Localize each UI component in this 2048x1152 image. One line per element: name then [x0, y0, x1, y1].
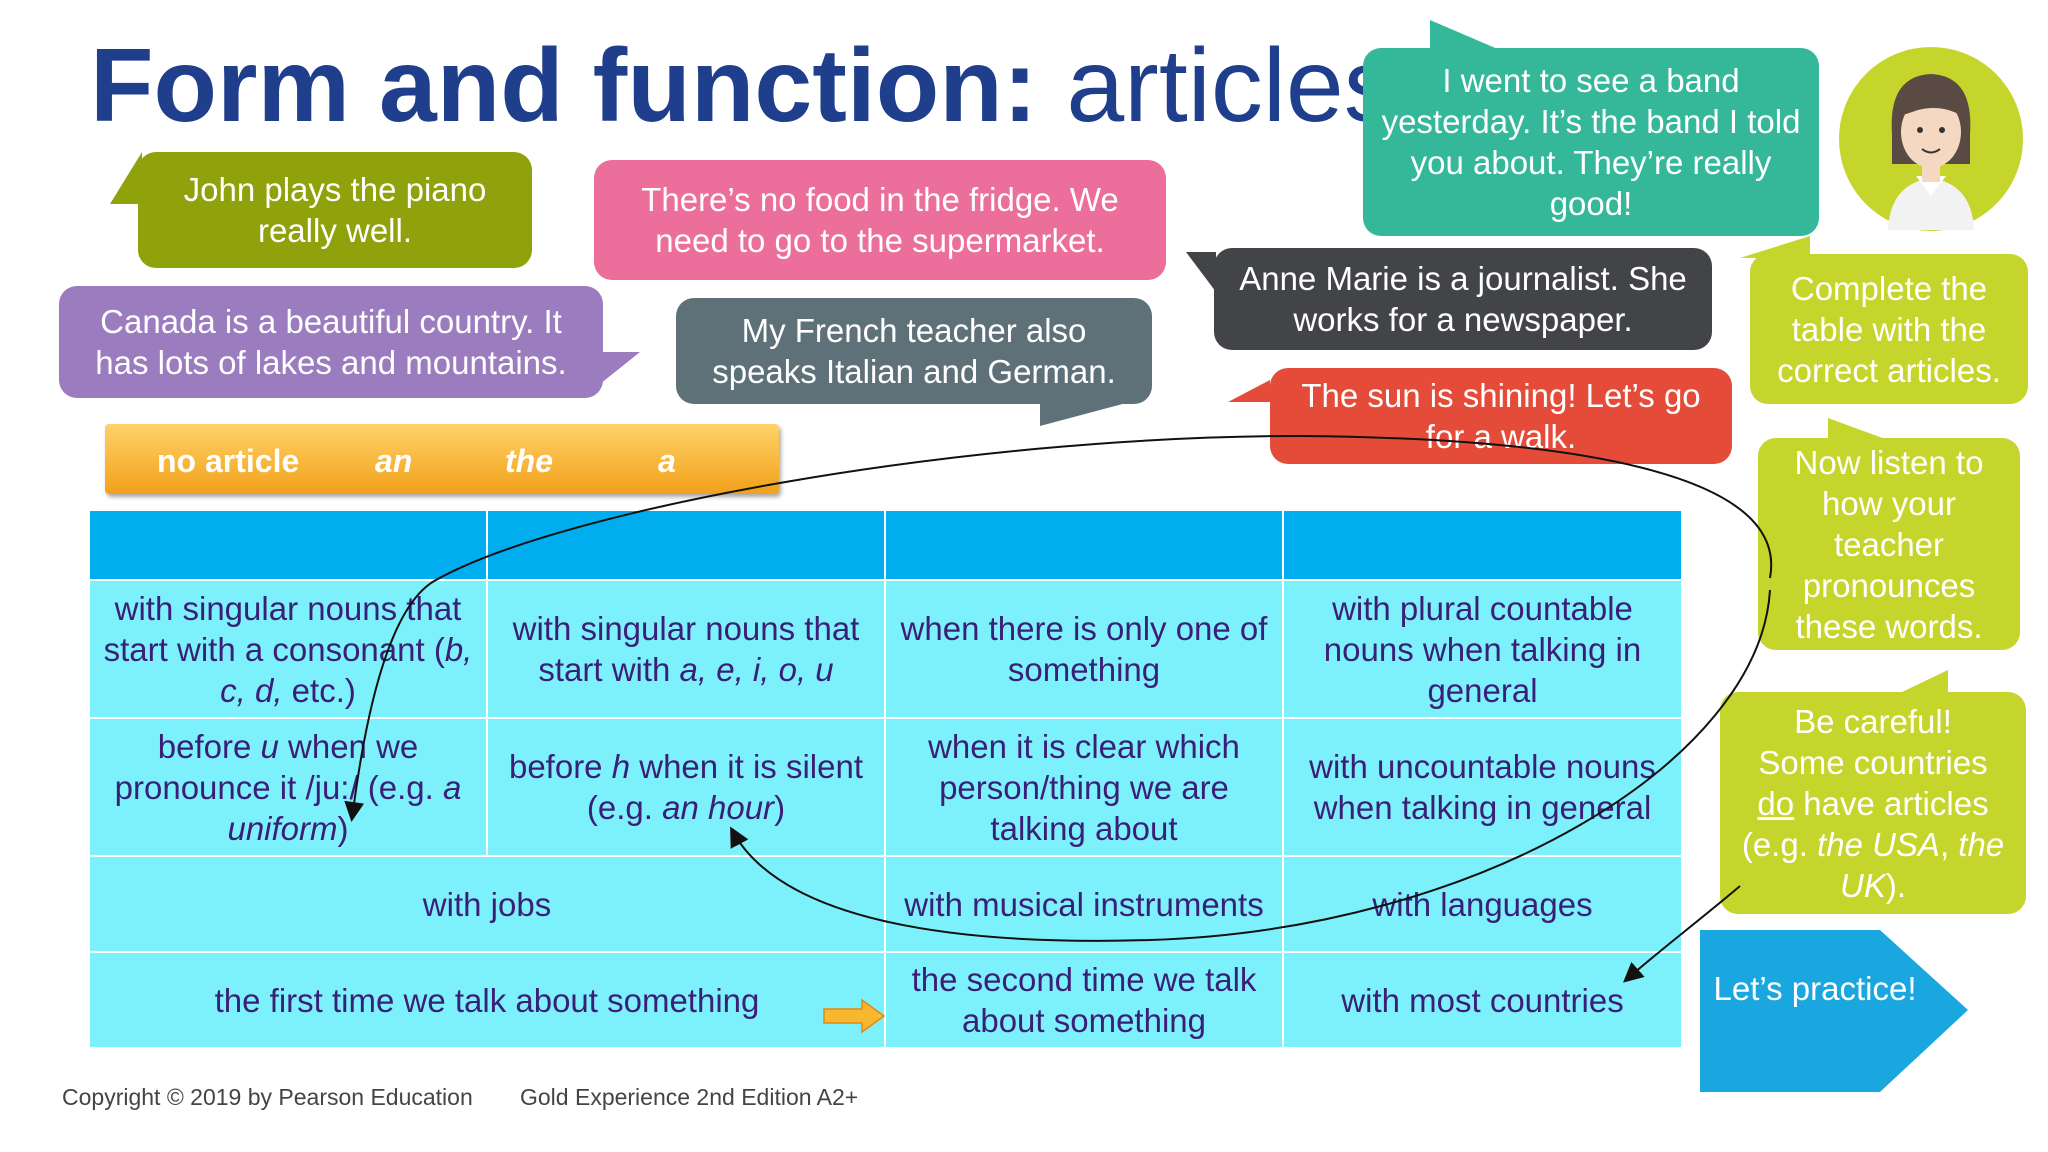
bubble-listen: Now listen to how your teacher pronounce…: [1758, 438, 2020, 650]
title-bold: Form and function:: [90, 28, 1038, 144]
title-rest: articles: [1066, 28, 1396, 144]
connector-line-3: [1623, 885, 1741, 983]
woman-avatar-icon: [1839, 47, 2023, 231]
table-cell: with uncountable nouns when talking in g…: [1282, 717, 1683, 857]
orange-right-arrow-icon: [823, 998, 886, 1034]
page-title: Form and function: articles: [90, 31, 1396, 141]
bubble-sun: The sun is shining! Let’s go for a walk.: [1270, 368, 1732, 464]
bubble-tail: [1040, 402, 1130, 426]
table-cell: with jobs: [88, 855, 886, 953]
footer-copyright: Copyright © 2019 by Pearson Education: [62, 1084, 473, 1110]
cell-italic: b, c, d,: [220, 630, 473, 709]
table-row: before u when we pronounce it /ju:/ (e.g…: [88, 717, 1683, 857]
table-cell: when it is clear which person/thing we a…: [884, 717, 1284, 857]
table-cell: when there is only one of something: [884, 579, 1284, 719]
table-cell: with plural countable nouns when talking…: [1282, 579, 1683, 719]
bubble-tail: [1828, 418, 1888, 440]
bubble-tail: [1186, 252, 1216, 292]
answer-cell-3[interactable]: [884, 509, 1284, 581]
careful-ex1: the USA: [1817, 825, 1940, 863]
cell-text: ): [774, 789, 786, 826]
footer-book: Gold Experience 2nd Edition A2+: [520, 1084, 859, 1110]
careful-have: have articles (e.g.: [1741, 784, 1989, 863]
cell-text: when we pronounce it /ju:/ (e.g.: [114, 727, 443, 806]
bubble-band: I went to see a band yesterday. It’s the…: [1363, 48, 1819, 236]
cell-italic: u: [260, 727, 279, 765]
cell-italic: h: [611, 748, 631, 785]
bubble-tail: [1898, 670, 1948, 694]
practice-arrow-icon[interactable]: [1700, 930, 1970, 1092]
answer-cell-1[interactable]: [88, 509, 488, 581]
cell-text: ): [337, 809, 349, 847]
bubble-complete: Complete the table with the correct arti…: [1750, 254, 2028, 404]
careful-end: ).: [1885, 866, 1906, 904]
cell-text: before: [157, 727, 261, 765]
table-cell: with musical instruments: [884, 855, 1284, 953]
table-row: with singular nouns that start with a co…: [88, 579, 1683, 719]
cell-text: with singular nouns that start with: [512, 610, 860, 688]
cell-italic: a uniform: [227, 768, 462, 847]
cell-text: before: [508, 748, 612, 785]
cell-text: etc.): [282, 671, 356, 709]
bubble-tail: [1740, 236, 1810, 258]
bubble-french: My French teacher also speaks Italian an…: [676, 298, 1152, 404]
cell-text: when it is silent (e.g.: [586, 748, 864, 826]
answer-cell-2[interactable]: [486, 509, 886, 581]
careful-do: do: [1757, 784, 1795, 822]
answer-options-bar: no article an the a: [105, 424, 779, 494]
connector-line-2: [730, 589, 1771, 942]
practice-button-label[interactable]: Let’s practice!: [1713, 970, 1917, 1007]
bubble-anne: Anne Marie is a journalist. She works fo…: [1214, 248, 1712, 350]
table-cell: before h when it is silent (e.g. an hour…: [486, 717, 886, 857]
careful-line1: Be careful!: [1794, 702, 1952, 740]
articles-table: with singular nouns that start with a co…: [88, 509, 1683, 1049]
bubble-tail: [1228, 380, 1270, 402]
table-cell: the second time we talk about something: [884, 951, 1284, 1049]
bubble-canada: Canada is a beautiful country. It has lo…: [59, 286, 603, 398]
table-cell: with most countries: [1282, 951, 1683, 1049]
answer-cell-4[interactable]: [1282, 509, 1683, 581]
table-cell: with singular nouns that start with a, e…: [486, 579, 886, 719]
option-an[interactable]: an: [375, 443, 413, 479]
table-cell: the first time we talk about something: [88, 951, 886, 1049]
table-row: the first time we talk about something t…: [88, 951, 1683, 1049]
table-cell: before u when we pronounce it /ju:/ (e.g…: [88, 717, 488, 857]
careful-comma: ,: [1939, 825, 1959, 863]
careful-ex2: the UK: [1839, 825, 2005, 904]
bubble-tail: [1430, 20, 1500, 50]
bubble-tail: [110, 152, 142, 204]
careful-line2: Some countries: [1758, 743, 1988, 781]
bubble-tail: [600, 352, 640, 384]
bubble-john: John plays the piano really well.: [138, 152, 532, 268]
table-cell: with singular nouns that start with a co…: [88, 579, 488, 719]
bubble-fridge: There’s no food in the fridge. We need t…: [594, 160, 1166, 280]
cell-italic: an hour: [662, 789, 775, 826]
bubble-careful: Be careful! Some countries do have artic…: [1720, 692, 2026, 914]
option-no-article[interactable]: no article: [157, 443, 300, 479]
option-a[interactable]: a: [658, 443, 676, 479]
table-header-row: [88, 509, 1683, 581]
cell-italic: a, e, i, o, u: [679, 651, 834, 688]
connector-line-1: [344, 434, 1773, 822]
option-the[interactable]: the: [505, 443, 553, 479]
